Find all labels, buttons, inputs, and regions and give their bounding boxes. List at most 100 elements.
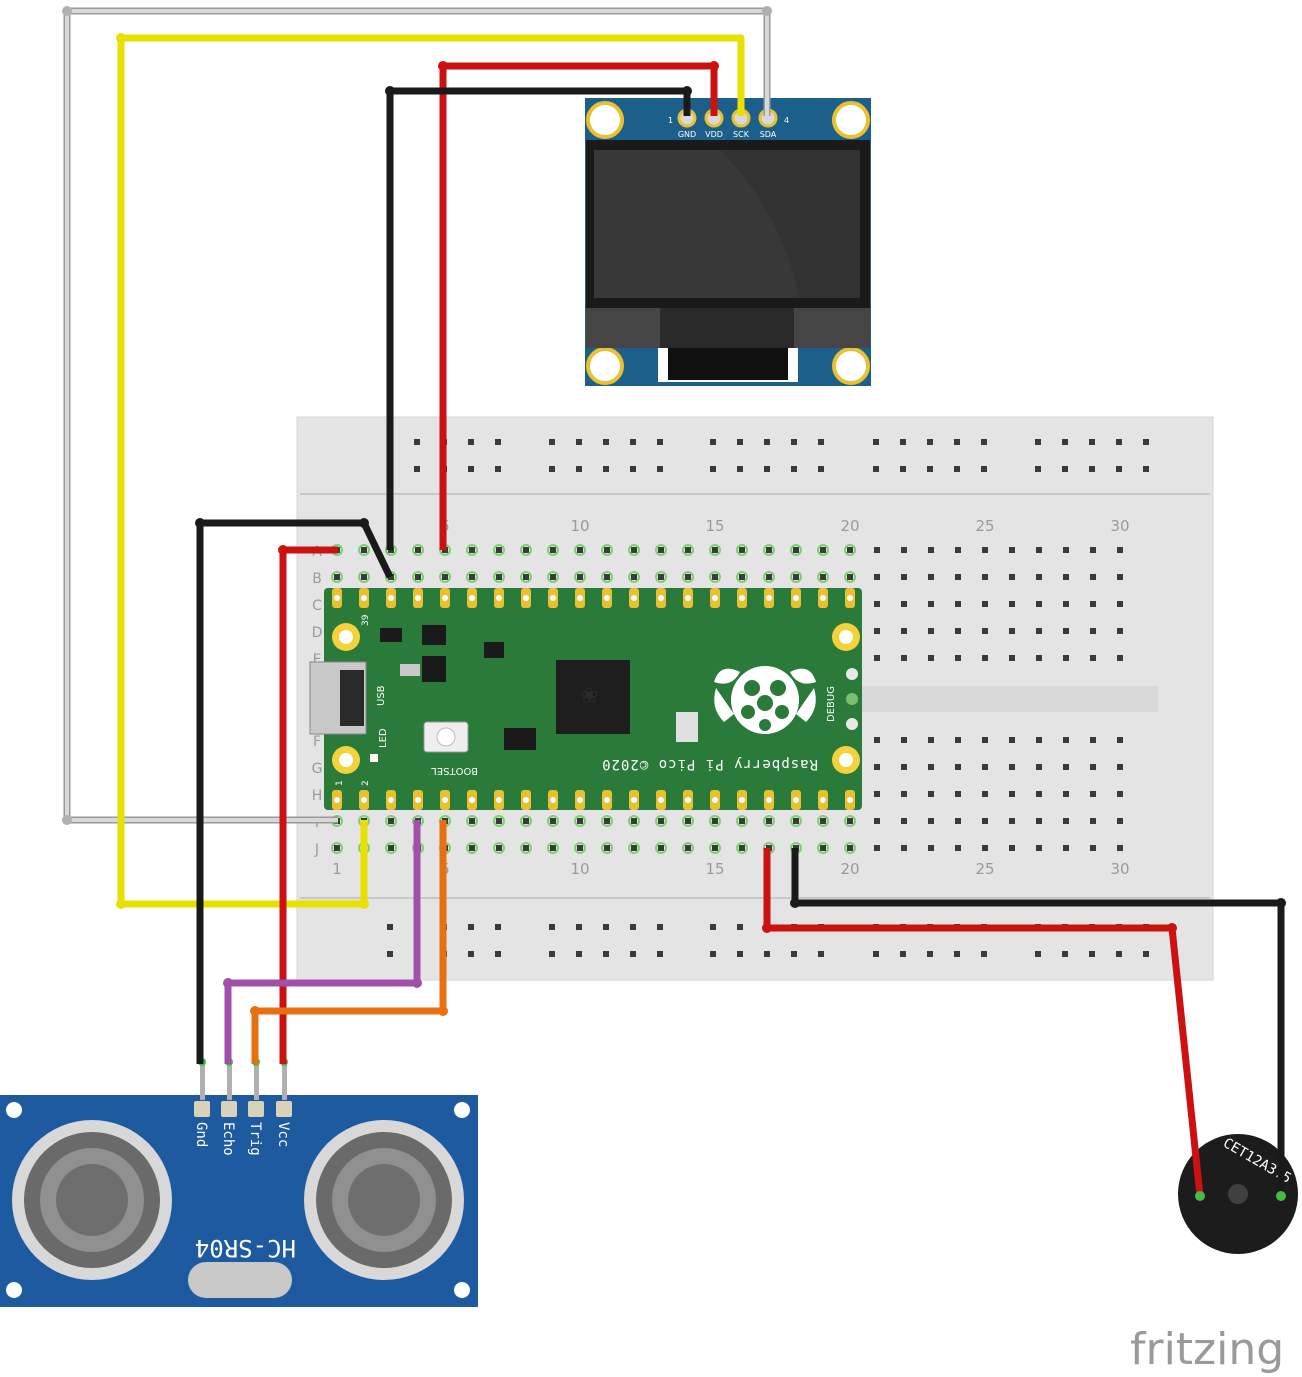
- rail-hole: [818, 466, 824, 472]
- connected-hole-marker: [709, 815, 721, 827]
- breadboard-hole: [1036, 845, 1042, 851]
- breadboard-hole: [955, 845, 961, 851]
- pico-pin-hole: [550, 595, 556, 601]
- breadboard-hole: [955, 818, 961, 824]
- connected-hole-marker: [493, 571, 505, 583]
- connected-hole-marker: [844, 571, 856, 583]
- breadboard-hole: [928, 628, 934, 634]
- breadboard-hole: [712, 574, 718, 580]
- pico-pin-hole: [793, 595, 799, 601]
- breadboard-hole: [1063, 818, 1069, 824]
- breadboard-hole: [874, 628, 880, 634]
- pico-pin-hole: [469, 595, 475, 601]
- breadboard-hole: [928, 574, 934, 580]
- pico-pin-hole: [820, 595, 826, 601]
- breadboard-hole: [550, 845, 556, 851]
- breadboard-hole: [1036, 628, 1042, 634]
- breadboard-hole: [928, 737, 934, 743]
- pico-pin-hole: [361, 595, 367, 601]
- pico-pin-hole: [469, 797, 475, 803]
- rail-hole: [954, 466, 960, 472]
- breadboard-hole: [577, 845, 583, 851]
- wire-red-buzzer: [763, 848, 1204, 1197]
- svg-text:❀: ❀: [580, 684, 598, 709]
- pico-pin-hole: [820, 797, 826, 803]
- pico-pin-1-label: 1: [335, 780, 345, 786]
- sensor-pin-pad: [221, 1101, 237, 1117]
- sensor-pin-label: Echo: [220, 1122, 236, 1156]
- connected-hole-marker: [493, 544, 505, 556]
- breadboard-hole: [577, 574, 583, 580]
- rail-hole: [1035, 466, 1041, 472]
- breadboard-hole: [523, 547, 529, 553]
- breadboard-hole: [631, 547, 637, 553]
- breadboard-hole: [604, 818, 610, 824]
- connected-hole-marker: [817, 842, 829, 854]
- rail-hole: [549, 924, 555, 930]
- sensor-pin-label: Gnd: [193, 1122, 209, 1147]
- pico-pin-hole: [631, 797, 637, 803]
- breadboard-hole: [874, 764, 880, 770]
- breadboard-hole: [577, 547, 583, 553]
- connected-hole-marker: [817, 571, 829, 583]
- breadboard-hole: [955, 601, 961, 607]
- breadboard-hole: [1009, 628, 1015, 634]
- oled-pin-label: SDA: [760, 130, 777, 139]
- breadboard-hole: [955, 628, 961, 634]
- breadboard-hole: [361, 547, 367, 553]
- sensor-pin-leg: [282, 1062, 287, 1100]
- rail-hole: [1116, 951, 1122, 957]
- breadboard-hole: [496, 818, 502, 824]
- rail-hole: [387, 951, 393, 957]
- wire-purple-echo: [224, 820, 421, 1064]
- connected-hole-marker: [574, 815, 586, 827]
- breadboard-hole: [847, 818, 853, 824]
- breadboard-hole: [928, 818, 934, 824]
- breadboard-hole: [469, 845, 475, 851]
- breadboard-hole: [874, 818, 880, 824]
- breadboard-hole: [1117, 737, 1123, 743]
- breadboard-hole: [766, 818, 772, 824]
- rail-hole: [1143, 951, 1149, 957]
- rail-hole: [927, 951, 933, 957]
- breadboard-hole: [415, 574, 421, 580]
- rail-hole: [873, 466, 879, 472]
- connected-hole-marker: [709, 571, 721, 583]
- breadboard-hole: [982, 764, 988, 770]
- sensor-pin-leg: [254, 1062, 259, 1100]
- breadboard-hole: [1036, 818, 1042, 824]
- rail-hole: [576, 924, 582, 930]
- rail-hole: [737, 439, 743, 445]
- breadboard-hole: [1117, 655, 1123, 661]
- rail-hole: [630, 951, 636, 957]
- rail-hole: [387, 924, 393, 930]
- breadboard-hole: [1009, 818, 1015, 824]
- breadboard-column-label: 20: [840, 860, 859, 878]
- breadboard-hole: [793, 547, 799, 553]
- breadboard-hole: [982, 791, 988, 797]
- connected-hole-marker: [655, 842, 667, 854]
- rail-hole: [900, 439, 906, 445]
- breadboard-hole: [955, 655, 961, 661]
- breadboard-hole: [658, 574, 664, 580]
- breadboard-hole: [1036, 547, 1042, 553]
- connected-hole-marker: [547, 571, 559, 583]
- breadboard-hole: [442, 574, 448, 580]
- breadboard-hole: [334, 574, 340, 580]
- connected-hole-marker: [520, 815, 532, 827]
- rail-hole: [603, 439, 609, 445]
- breadboard-hole: [604, 547, 610, 553]
- connected-hole-marker: [412, 571, 424, 583]
- rail-hole: [495, 439, 501, 445]
- breadboard-hole: [982, 655, 988, 661]
- rail-hole: [657, 951, 663, 957]
- pico-pin-hole: [415, 797, 421, 803]
- rail-hole: [1035, 439, 1041, 445]
- pico-pin-hole: [442, 595, 448, 601]
- connected-hole-marker: [358, 544, 370, 556]
- rail-hole: [764, 439, 770, 445]
- rail-hole: [468, 951, 474, 957]
- breadboard-hole: [577, 818, 583, 824]
